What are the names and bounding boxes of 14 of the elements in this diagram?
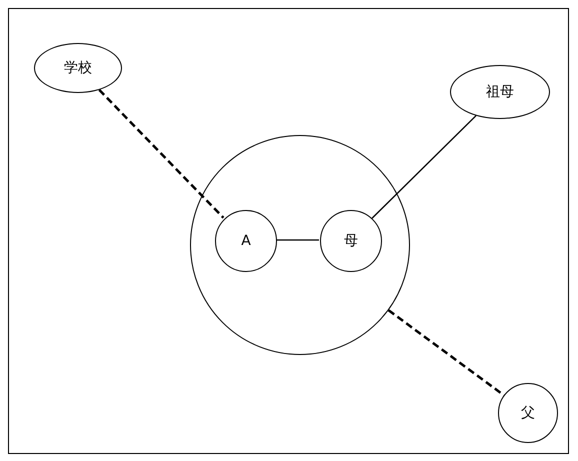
node-label: 祖母 (486, 83, 514, 101)
node-label: 学校 (64, 59, 92, 77)
node-label: 父 (521, 404, 535, 422)
circle (190, 135, 410, 355)
connector-line (276, 239, 319, 241)
circle-node (215, 210, 277, 272)
circle-node (498, 383, 558, 443)
ellipse-node (450, 65, 550, 119)
ellipse-node (34, 43, 122, 93)
node-label: A (241, 233, 251, 249)
connector-line (98, 89, 224, 219)
node-label: 母 (344, 232, 358, 250)
connector-line (372, 115, 476, 219)
circle-node (320, 210, 382, 272)
